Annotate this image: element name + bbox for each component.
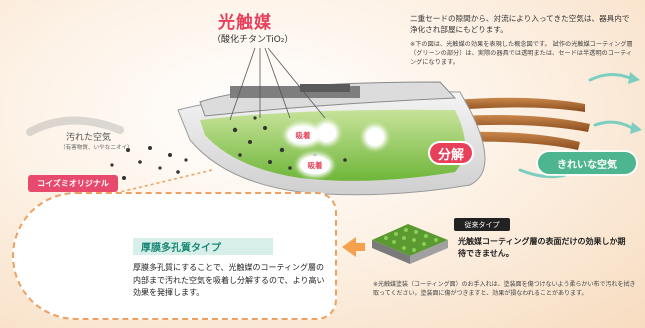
compare-arrow-tail (355, 243, 365, 251)
adsorb-label-2: 吸着 (300, 156, 330, 174)
concept-note: ※下の図は、光触媒の効果を表現した概念図です。 試作の光触媒コーティング層（グリ… (410, 41, 633, 66)
wood-slat (455, 97, 585, 112)
lamp-housing (300, 84, 350, 92)
dirty-air-sublabel: （有害物質、いやなニオイ） (60, 145, 133, 151)
connector-dotted (119, 169, 213, 193)
conventional-description: 光触媒コーティング層の表面だけの効果しか期待できません。 (458, 237, 626, 258)
catalyst-dot (318, 124, 336, 142)
thick-porous-description: 厚膜多孔質にすることで、光触媒のコーティング層の内部まで汚れた空気を吸着し分解す… (133, 263, 325, 297)
dirty-air-label: 汚れた空気 (66, 133, 112, 143)
thick-porous-title: 厚膜多孔質タイプ (133, 238, 273, 255)
airflow-description: 二重セードの隙間から、対流により入ってきた空気は、器具内で浄化され部屋にもどりま… (410, 14, 630, 34)
catalyst-dot (366, 128, 384, 146)
wood-slat (460, 115, 590, 132)
decompose-label: 分解 (430, 143, 472, 163)
wood-slat (458, 131, 580, 150)
conventional-type-tag: 従来タイプ (454, 218, 510, 231)
koizumi-original-badge: コイズミオリジナル (28, 175, 118, 192)
photocatalyst-subtitle: （酸化チタンTiO₂） (212, 35, 294, 45)
title-leader-lines (229, 47, 326, 121)
dirty-air-swirl (26, 116, 124, 136)
clean-air-badge: きれいな空気 (538, 152, 636, 174)
adsorb-label-1: 吸着 (288, 126, 318, 144)
maintenance-note: ※光触媒塗装（コーティング面）のお手入れは、塗装面を傷つけないよう柔らかい布で汚… (373, 281, 636, 297)
compare-arrow-icon (342, 237, 356, 257)
conventional-layer-illustration (372, 224, 448, 264)
photocatalyst-title: 光触媒 (218, 13, 272, 33)
original-type-panel (12, 192, 337, 320)
clean-air-arrowheads (628, 72, 642, 134)
